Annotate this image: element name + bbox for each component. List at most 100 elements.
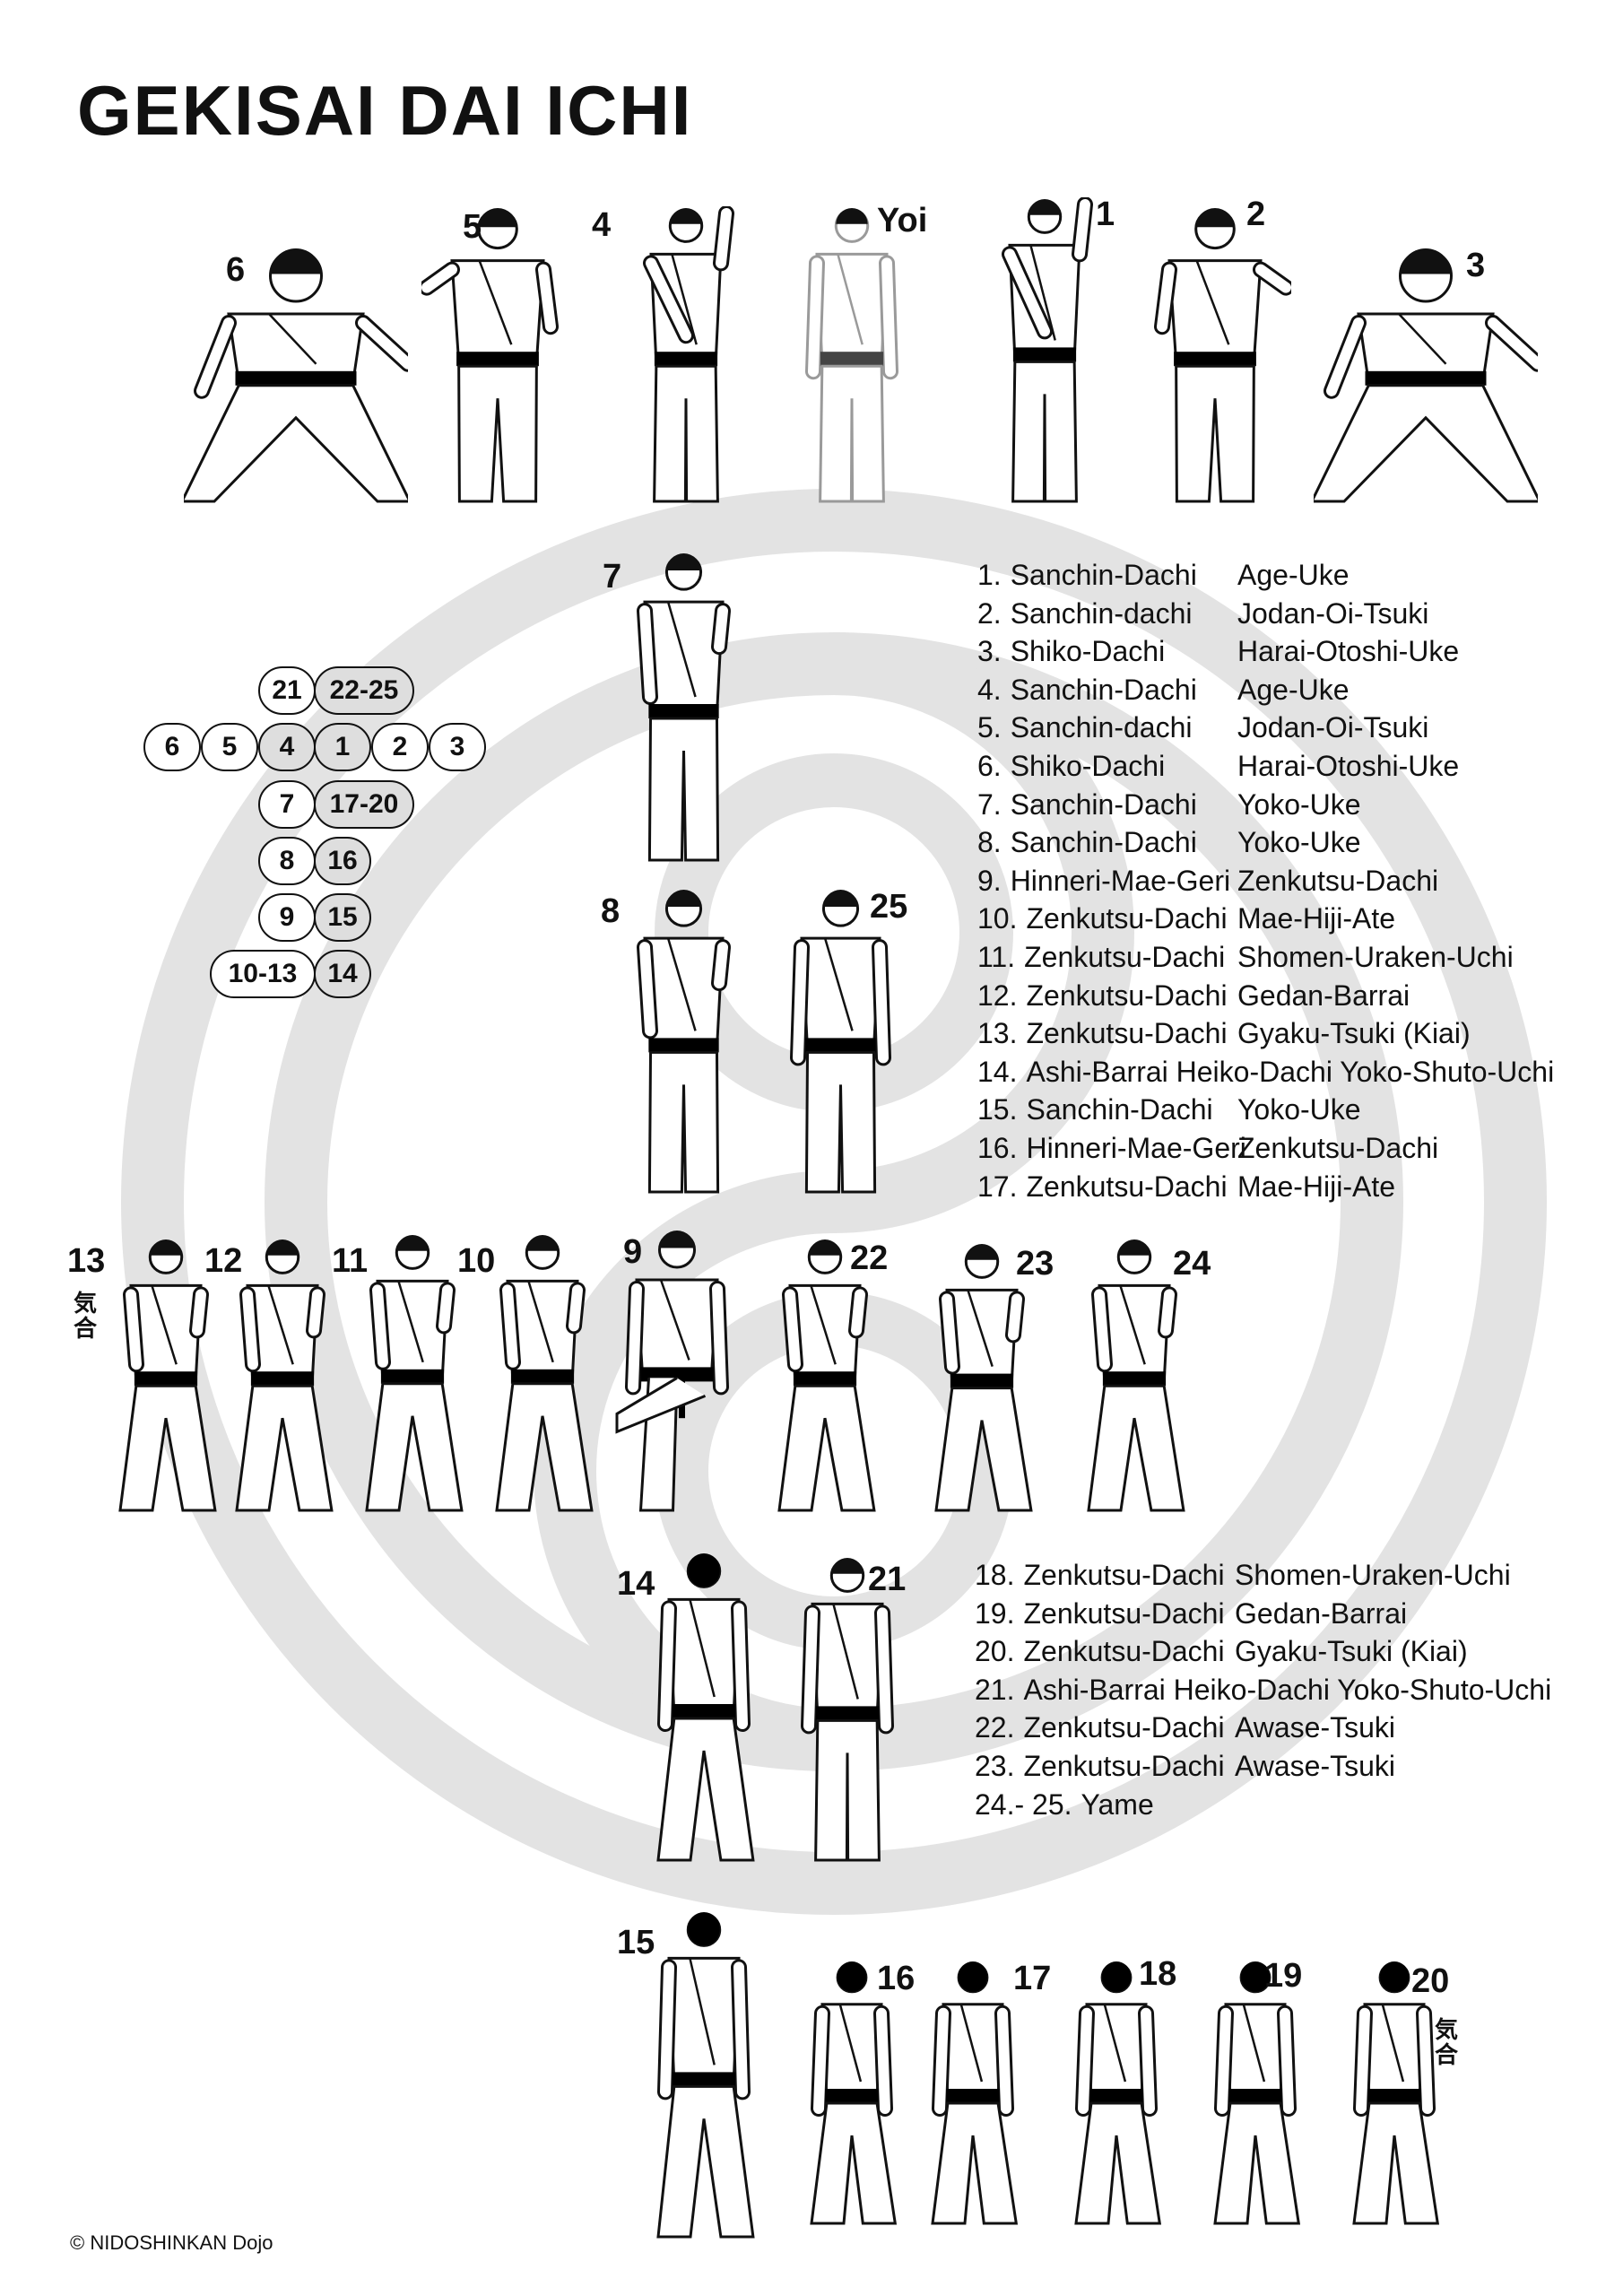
step-number: 13. <box>977 1017 1018 1050</box>
step-stance-text: Sanchin-Dachi <box>1010 787 1197 821</box>
diagram-cell: 22-25 <box>314 666 414 715</box>
step-stance-text: Zenkutsu-Dachi <box>1023 1749 1225 1782</box>
figure-label: 22 <box>850 1239 889 1277</box>
step-number: 21. <box>975 1673 1015 1706</box>
step-technique: Mae-Hiji-Ate <box>1237 1170 1396 1203</box>
step-number: 2. <box>977 596 1002 630</box>
step-stance-text: Sanchin-dachi <box>1010 711 1193 744</box>
karate-figure-4 <box>628 206 744 507</box>
step-stance-text: Zenkutsu-Dachi <box>1023 1596 1225 1630</box>
step-stance: 8.Sanchin-Dachi <box>977 823 1237 862</box>
diagram-cell: 17-20 <box>314 780 414 829</box>
step-number: 10. <box>977 902 1018 935</box>
karate-figure-11 <box>354 1233 471 1516</box>
figure-label: 11 <box>332 1242 369 1280</box>
step-technique: Gyaku-Tsuki (Kiai) <box>1235 1635 1468 1668</box>
step-number: 5. <box>977 711 1002 744</box>
step-row: 14.Ashi-Barrai Heiko-Dachi Yoko-Shuto-Uc… <box>977 1053 1554 1091</box>
step-number: 7. <box>977 787 1002 821</box>
step-number: 4. <box>977 673 1002 706</box>
figure-label: 9 <box>623 1233 643 1271</box>
figure-label: 15 <box>617 1924 655 1961</box>
karate-figure-yoi <box>794 206 910 507</box>
step-technique: Gyaku-Tsuki (Kiai) <box>1237 1017 1471 1050</box>
step-stance: 11.Zenkutsu-Dachi <box>977 938 1237 977</box>
step-row: 21.Ashi-Barrai Heiko-Dachi Yoko-Shuto-Uc… <box>975 1671 1551 1709</box>
diagram-cell: 1 <box>314 723 371 771</box>
diagram-cell: 9 <box>258 893 316 942</box>
figure-label: 20 <box>1411 1962 1450 2000</box>
step-technique: Age-Uke <box>1237 673 1350 706</box>
step-technique: Gedan-Barrai <box>1237 978 1410 1012</box>
diagram-cell: 4 <box>258 723 316 771</box>
step-stance-text: Ashi-Barrai Heiko-Dachi Yoko-Shuto-Uchi <box>1026 1055 1555 1088</box>
step-number: 16. <box>977 1131 1018 1164</box>
step-technique: Jodan-Oi-Tsuki <box>1237 711 1429 744</box>
step-number: 9. <box>977 864 1002 897</box>
karate-figure-19 <box>1206 1960 1305 2229</box>
step-number: 3. <box>977 635 1002 668</box>
step-technique: Jodan-Oi-Tsuki <box>1237 596 1429 630</box>
step-technique: Shomen-Uraken-Uchi <box>1235 1559 1511 1591</box>
step-stance: 5.Sanchin-dachi <box>977 709 1237 747</box>
figure-label: 25 <box>870 888 908 926</box>
karate-figure-15 <box>646 1910 762 2242</box>
diagram-cell: 6 <box>143 723 201 771</box>
figure-label: 21 <box>868 1561 907 1598</box>
diagram-cell: 10-13 <box>210 950 316 998</box>
karate-figure-18 <box>1067 1960 1166 2229</box>
figure-label: 4 <box>592 206 612 244</box>
figure-label: 13 <box>67 1242 106 1280</box>
figure-label: 19 <box>1264 1957 1303 1995</box>
step-stance: 20.Zenkutsu-Dachi <box>975 1632 1235 1671</box>
figure-label: 18 <box>1139 1955 1177 1993</box>
step-stance: 23.Zenkutsu-Dachi <box>975 1747 1235 1786</box>
figure-label: 8 <box>601 892 621 930</box>
step-number: 19. <box>975 1596 1015 1630</box>
step-stance-text: Shiko-Dachi <box>1010 635 1166 668</box>
karate-figure-24 <box>1076 1238 1193 1516</box>
step-technique: Awase-Tsuki <box>1235 1711 1396 1744</box>
karate-figure-12 <box>224 1238 341 1516</box>
figure-label: 23 <box>1016 1245 1055 1283</box>
step-stance: 18.Zenkutsu-Dachi <box>975 1556 1235 1595</box>
figure-label: 5 <box>463 208 482 246</box>
diagram-cell: 3 <box>429 723 486 771</box>
step-stance-text: Zenkutsu-Dachi <box>1023 1559 1225 1591</box>
step-stance: 21.Ashi-Barrai Heiko-Dachi Yoko-Shuto-Uc… <box>975 1671 1551 1709</box>
step-stance-text: Zenkutsu-Dachi <box>1026 1017 1228 1050</box>
step-technique: Yoko-Uke <box>1237 1093 1361 1126</box>
kiai-mark-13: 気合 <box>73 1291 97 1343</box>
step-stance: 16.Hinneri-Mae-Geri <box>977 1129 1246 1168</box>
karate-figure-20 <box>1345 1960 1444 2229</box>
step-stance: 2.Sanchin-dachi <box>977 595 1237 633</box>
karate-figure-1 <box>986 197 1103 507</box>
step-technique: Yoko-Uke <box>1237 787 1361 821</box>
diagram-cell: 16 <box>314 837 371 885</box>
step-stance: 13.Zenkutsu-Dachi <box>977 1014 1237 1053</box>
step-number: 8. <box>977 826 1002 859</box>
step-stance-text: Zenkutsu-Dachi <box>1026 1170 1228 1203</box>
karate-figure-10 <box>484 1233 601 1516</box>
karate-figure-8 <box>619 888 749 1197</box>
step-number: 20. <box>975 1635 1015 1668</box>
figure-label: Yoi <box>877 202 928 239</box>
step-technique: Harai-Otoshi-Uke <box>1237 749 1460 782</box>
step-stance: 24.- 25.Yame <box>975 1786 1154 1824</box>
diagram-cell: 2 <box>371 723 429 771</box>
karate-figure-7 <box>619 552 749 865</box>
step-stance: 14.Ashi-Barrai Heiko-Dachi Yoko-Shuto-Uc… <box>977 1053 1554 1091</box>
step-number: 12. <box>977 978 1018 1012</box>
step-stance: 12.Zenkutsu-Dachi <box>977 977 1237 1015</box>
step-stance-text: Zenkutsu-Dachi <box>1023 1635 1225 1668</box>
step-stance-text: Zenkutsu-Dachi <box>1026 902 1228 935</box>
